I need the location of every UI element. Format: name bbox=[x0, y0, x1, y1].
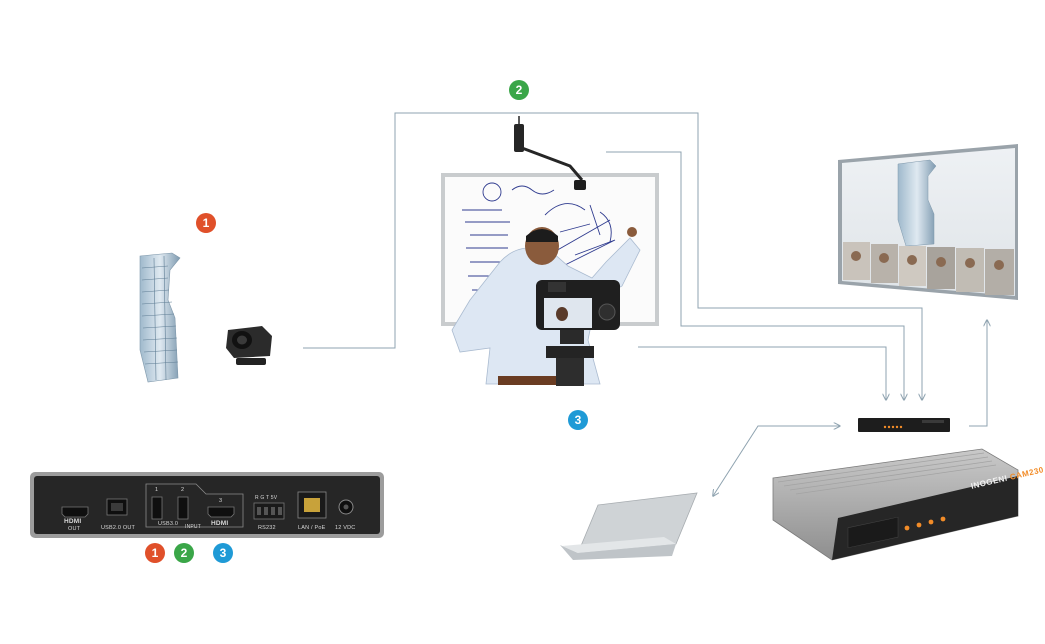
badge-input-2: 2 bbox=[174, 543, 194, 563]
power-label: 12 VDC bbox=[335, 525, 356, 531]
display-screen bbox=[838, 144, 1018, 300]
hdmi-out-label: HDMI bbox=[64, 518, 82, 525]
badge-camera-1: 1 bbox=[196, 213, 216, 233]
hdmi-out-sub-label: OUT bbox=[68, 526, 81, 532]
connector-camera1-to-hub bbox=[303, 112, 922, 400]
dslr-camera bbox=[536, 280, 620, 386]
usb3-port-1 bbox=[151, 496, 163, 520]
usb3-label: USB3.0 bbox=[158, 521, 179, 527]
connector-hub-to-display bbox=[969, 320, 987, 427]
hdmi-in-port bbox=[207, 506, 235, 518]
usb3-port-2-label: 2 bbox=[181, 487, 185, 493]
lan-port bbox=[297, 491, 327, 519]
usb-camera bbox=[226, 326, 272, 365]
document-camera bbox=[514, 116, 586, 190]
building-image bbox=[139, 252, 181, 383]
hub-device-small bbox=[858, 418, 950, 432]
badge-camera-2: 2 bbox=[509, 80, 529, 100]
lan-label: LAN / PoE bbox=[298, 525, 326, 531]
hdmi-in-label: HDMI bbox=[211, 520, 229, 527]
participant-tiles bbox=[843, 242, 1014, 295]
badge-input-1: 1 bbox=[145, 543, 165, 563]
connector-lines bbox=[303, 112, 987, 496]
hdmi-out-port bbox=[61, 506, 89, 518]
badge-input-3: 3 bbox=[213, 543, 233, 563]
usb2-out-port bbox=[106, 498, 128, 516]
input-group-outline bbox=[145, 483, 244, 528]
connector-hub-to-laptop bbox=[713, 426, 840, 496]
connection-diagram bbox=[30, 112, 1019, 561]
connector-camera2-to-hub bbox=[606, 151, 904, 400]
usb2-out-label: USB2.0 OUT bbox=[101, 525, 136, 531]
rs232-pins-label: R G T 5V bbox=[255, 495, 278, 501]
rear-panel bbox=[30, 472, 384, 538]
laptop bbox=[560, 492, 698, 560]
badge-camera-3: 3 bbox=[568, 410, 588, 430]
connector-camera3-to-hub bbox=[638, 346, 886, 400]
usb3-port-1-label: 1 bbox=[155, 487, 159, 493]
hdmi-in-port-label: 3 bbox=[219, 498, 223, 504]
input-label: INPUT bbox=[185, 524, 201, 530]
usb3-port-2 bbox=[177, 496, 189, 520]
rs232-port bbox=[253, 502, 285, 520]
inogeni-device bbox=[772, 448, 1019, 561]
rs232-label: RS232 bbox=[258, 525, 276, 531]
